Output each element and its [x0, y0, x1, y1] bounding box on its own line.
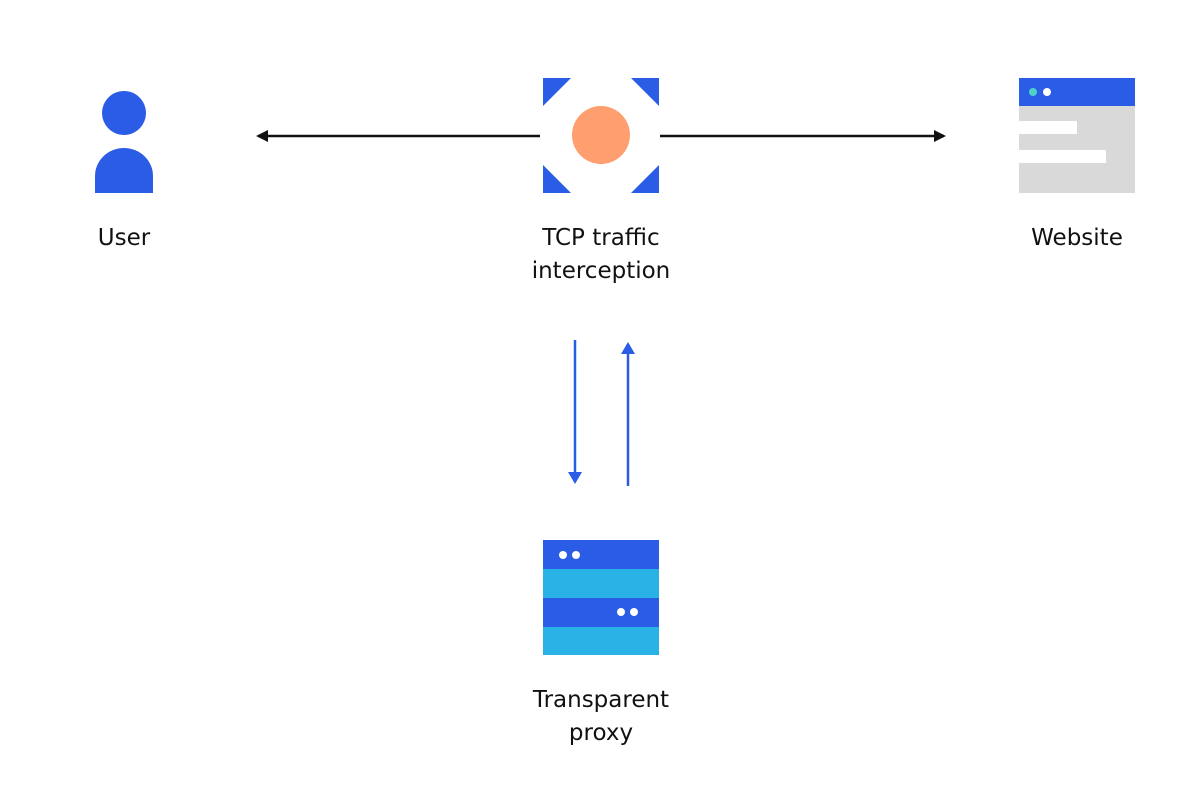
corner-top-left [543, 78, 571, 106]
server-row-2 [543, 569, 659, 598]
node-label-interceptor: TCP traffic interception [481, 222, 721, 288]
browser-dot-2 [1043, 88, 1051, 96]
corner-top-right [631, 78, 659, 106]
server-stack-icon [543, 540, 659, 655]
browser-content-line-1 [1019, 121, 1077, 134]
person-head [102, 91, 146, 135]
interception-target-icon [543, 78, 659, 193]
person-body [95, 148, 153, 193]
browser-dot-1 [1029, 88, 1037, 96]
server-dot-1 [559, 551, 567, 559]
node-label-proxy-line-2: proxy [568, 720, 634, 746]
browser-content-line-2 [1019, 150, 1106, 163]
node-label-user: User [4, 222, 244, 255]
node-label-website: Website [957, 222, 1197, 255]
server-row-4 [543, 627, 659, 655]
server-dot-4 [630, 608, 638, 616]
corner-bottom-right [631, 165, 659, 193]
server-dot-2 [572, 551, 580, 559]
node-label-interceptor-line-1: TCP traffic [542, 225, 660, 251]
browser-titlebar [1019, 78, 1135, 106]
node-label-proxy-line-1: Transparent [532, 687, 670, 713]
node-label-interceptor-line-2: interception [531, 258, 671, 284]
node-label-proxy: Transparent proxy [481, 684, 721, 750]
person-icon [95, 91, 153, 193]
node-label-website-text: Website [1031, 225, 1123, 251]
node-label-user-text: User [97, 225, 151, 251]
server-dot-3 [617, 608, 625, 616]
server-row-3 [543, 598, 659, 627]
browser-window-icon [1019, 78, 1135, 193]
interception-core [572, 106, 630, 164]
corner-bottom-left [543, 165, 571, 193]
